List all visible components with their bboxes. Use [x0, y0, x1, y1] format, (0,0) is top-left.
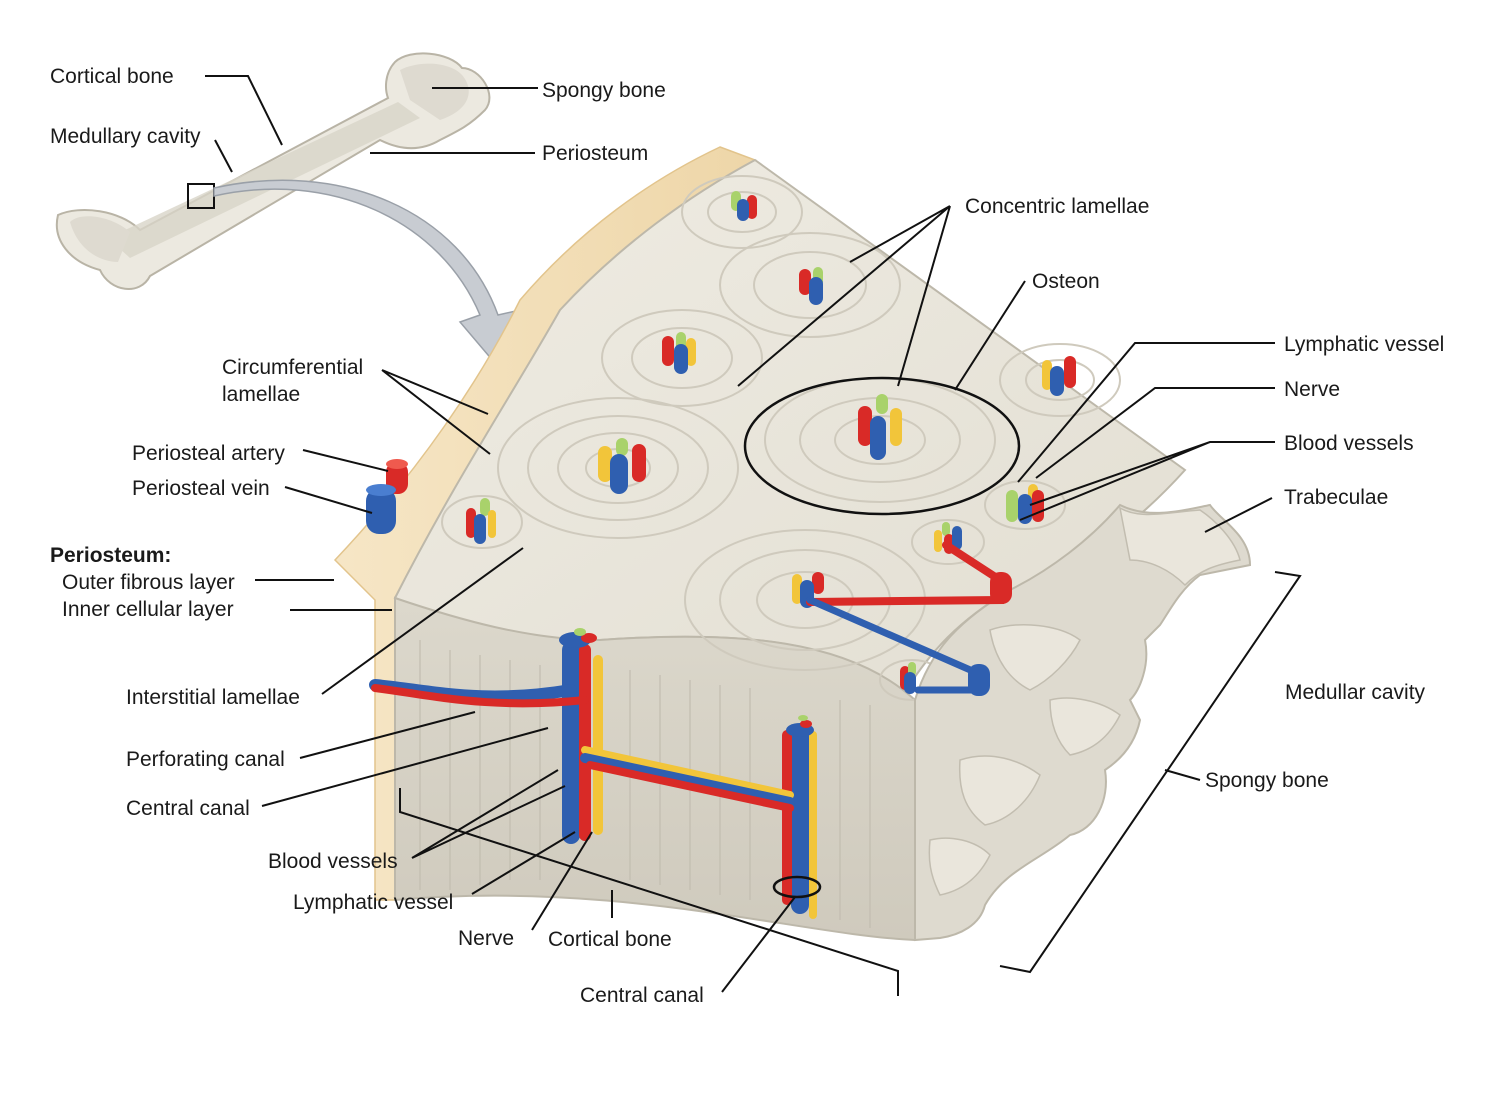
label-nerve-right: Nerve [1284, 378, 1340, 401]
leader-lines [205, 75, 1302, 996]
label-spongy-bone-top: Spongy bone [542, 79, 666, 102]
osteon-outline [743, 376, 1021, 516]
label-blood-vessels-right: Blood vessels [1284, 432, 1414, 455]
label-circumferential-lamellae-line2: lamellae [222, 383, 300, 406]
label-blood-vessels-bottom: Blood vessels [268, 850, 398, 873]
label-medullar-cavity: Medullar cavity [1285, 681, 1426, 704]
label-perforating-canal: Perforating canal [126, 748, 285, 771]
label-nerve-bottom: Nerve [458, 927, 514, 950]
label-central-canal-left: Central canal [126, 797, 250, 820]
label-cortical-bone-bottom: Cortical bone [548, 928, 672, 951]
label-cortical-bone-top: Cortical bone [50, 65, 174, 88]
vessel-ends [968, 572, 1012, 696]
labels: Cortical bone Medullary cavity Spongy bo… [50, 65, 1444, 1007]
label-periosteum-top: Periosteum [542, 142, 648, 165]
label-inner-cellular-layer: Inner cellular layer [62, 598, 234, 621]
central-canal-bundle [731, 191, 757, 221]
central-canal-ring [772, 875, 822, 899]
label-osteon: Osteon [1032, 270, 1100, 293]
label-spongy-bone-right: Spongy bone [1205, 769, 1329, 792]
label-lymphatic-vessel-bottom: Lymphatic vessel [293, 891, 453, 914]
label-periosteum-heading: Periosteum: [50, 544, 171, 567]
periosteal-vessels [366, 459, 408, 534]
front-vessel-caps [559, 628, 814, 737]
bone-block [333, 146, 1252, 942]
label-trabeculae: Trabeculae [1284, 486, 1388, 509]
label-lymphatic-vessel-right: Lymphatic vessel [1284, 333, 1444, 356]
label-circumferential-lamellae-line1: Circumferential [222, 356, 363, 379]
label-periosteal-artery: Periosteal artery [132, 442, 285, 465]
label-periosteal-vein: Periosteal vein [132, 477, 270, 500]
osteon-rings [441, 175, 1121, 701]
label-interstitial-lamellae: Interstitial lamellae [126, 686, 300, 709]
femur-illustration [55, 52, 491, 290]
label-central-canal-bottom: Central canal [580, 984, 704, 1007]
label-concentric-lamellae: Concentric lamellae [965, 195, 1149, 218]
label-outer-fibrous-layer: Outer fibrous layer [62, 571, 235, 594]
label-medullary-cavity-top: Medullary cavity [50, 125, 201, 148]
